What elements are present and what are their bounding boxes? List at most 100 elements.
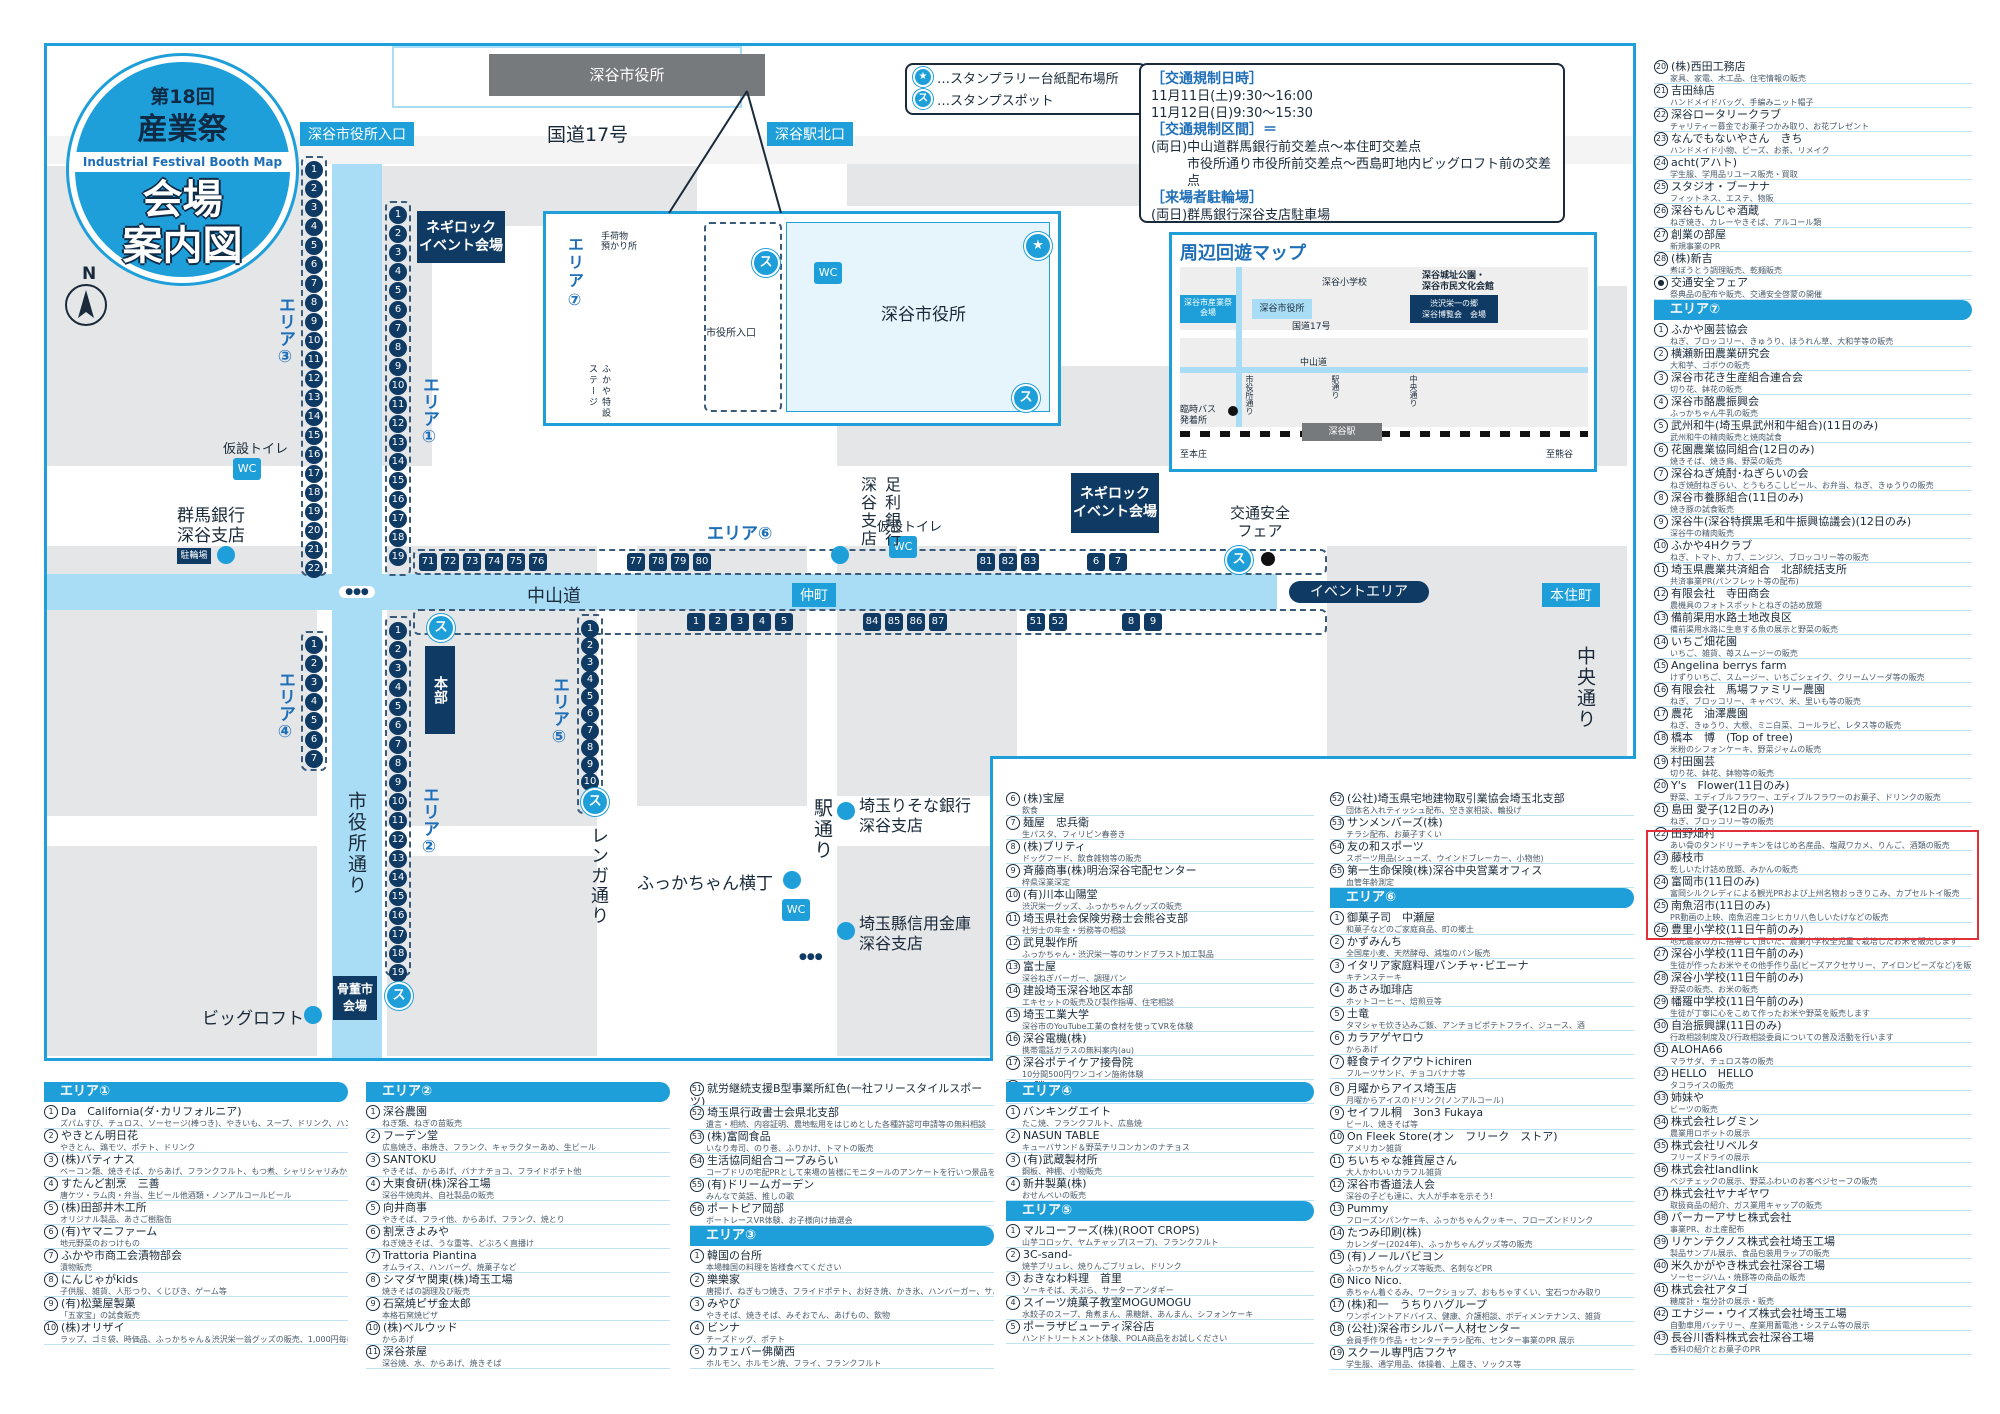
booth-marker[interactable]: 4 (389, 679, 407, 697)
booth-marker[interactable]: 4 (581, 671, 599, 689)
booth-marker[interactable]: 77 (627, 553, 645, 571)
booth-marker[interactable]: 22 (305, 560, 323, 578)
booth-marker[interactable]: 18 (389, 945, 407, 963)
booth-marker[interactable]: 2 (389, 225, 407, 243)
booth-marker[interactable]: 19 (389, 548, 407, 566)
booth-marker[interactable]: 4 (753, 613, 771, 631)
booth-marker[interactable]: 20 (305, 522, 323, 540)
booth-marker[interactable]: 13 (389, 850, 407, 868)
booth-marker[interactable]: 9 (389, 774, 407, 792)
booth-marker[interactable]: 52 (1049, 613, 1067, 631)
booth-marker[interactable]: 8 (581, 739, 599, 757)
booth-marker[interactable]: 76 (529, 553, 547, 571)
stamp-spot-icon[interactable]: ス (1225, 546, 1253, 574)
booth-marker[interactable]: 1 (687, 613, 705, 631)
booth-marker[interactable]: 10 (389, 377, 407, 395)
booth-marker[interactable]: 7 (305, 750, 323, 768)
booth-marker[interactable]: 1 (581, 620, 599, 638)
booth-marker[interactable]: 10 (305, 332, 323, 350)
booth-marker[interactable]: 5 (389, 282, 407, 300)
booth-marker[interactable]: 11 (389, 812, 407, 830)
booth-marker[interactable]: 21 (305, 541, 323, 559)
booth-marker[interactable]: 10 (581, 773, 599, 791)
booth-marker[interactable]: 2 (305, 655, 323, 673)
booth-marker[interactable]: 7 (305, 275, 323, 293)
booth-marker[interactable]: 2 (581, 637, 599, 655)
booth-marker[interactable]: 3 (305, 199, 323, 217)
booth-marker[interactable]: 15 (305, 427, 323, 445)
booth-marker[interactable]: 18 (389, 529, 407, 547)
booth-marker[interactable]: 9 (389, 358, 407, 376)
booth-marker[interactable]: 80 (693, 553, 711, 571)
booth-marker[interactable]: 16 (389, 491, 407, 509)
booth-marker[interactable]: 11 (389, 396, 407, 414)
booth-marker[interactable]: 79 (671, 553, 689, 571)
rally-star-icon[interactable]: ★ (1024, 232, 1052, 260)
booth-marker[interactable]: 6 (389, 717, 407, 735)
booth-marker[interactable]: 82 (999, 553, 1017, 571)
booth-marker[interactable]: 78 (649, 553, 667, 571)
booth-marker[interactable]: 14 (389, 869, 407, 887)
booth-marker[interactable]: 16 (305, 446, 323, 464)
booth-marker[interactable]: 81 (977, 553, 995, 571)
booth-marker[interactable]: 6 (305, 731, 323, 749)
booth-marker[interactable]: 10 (389, 793, 407, 811)
booth-marker[interactable]: 12 (389, 831, 407, 849)
booth-marker[interactable]: 84 (863, 613, 881, 631)
booth-marker[interactable]: 7 (1109, 553, 1127, 571)
booth-marker[interactable]: 73 (463, 553, 481, 571)
booth-marker[interactable]: 1 (389, 206, 407, 224)
booth-marker[interactable]: 7 (389, 320, 407, 338)
booth-marker[interactable]: 3 (389, 660, 407, 678)
booth-marker[interactable]: 83 (1021, 553, 1039, 571)
stamp-spot-icon[interactable]: ス (385, 982, 413, 1010)
booth-marker[interactable]: 18 (305, 484, 323, 502)
booth-marker[interactable]: 7 (389, 736, 407, 754)
stamp-spot-icon[interactable]: ス (581, 788, 609, 816)
booth-marker[interactable]: 19 (389, 964, 407, 982)
booth-marker[interactable]: 6 (1087, 553, 1105, 571)
booth-marker[interactable]: 12 (389, 415, 407, 433)
booth-marker[interactable]: 17 (305, 465, 323, 483)
booth-marker[interactable]: 11 (305, 351, 323, 369)
booth-marker[interactable]: 1 (389, 622, 407, 640)
booth-marker[interactable]: 19 (305, 503, 323, 521)
booth-marker[interactable]: 5 (389, 698, 407, 716)
booth-marker[interactable]: 5 (775, 613, 793, 631)
stamp-spot-icon[interactable]: ス (1012, 384, 1040, 412)
booth-marker[interactable]: 2 (389, 641, 407, 659)
booth-marker[interactable]: 4 (305, 218, 323, 236)
booth-marker[interactable]: 2 (709, 613, 727, 631)
booth-marker[interactable]: 14 (305, 408, 323, 426)
booth-marker[interactable]: 3 (581, 654, 599, 672)
booth-marker[interactable]: 86 (907, 613, 925, 631)
booth-marker[interactable]: 3 (389, 244, 407, 262)
booth-marker[interactable]: 9 (1144, 613, 1162, 631)
stamp-spot-icon[interactable]: ス (427, 614, 455, 642)
booth-marker[interactable]: 7 (581, 722, 599, 740)
booth-marker[interactable]: 51 (1027, 613, 1045, 631)
booth-marker[interactable]: 3 (305, 674, 323, 692)
stamp-spot-icon[interactable]: ス (752, 249, 780, 277)
booth-marker[interactable]: 8 (1122, 613, 1140, 631)
booth-marker[interactable]: 5 (305, 712, 323, 730)
booth-marker[interactable]: 72 (441, 553, 459, 571)
booth-marker[interactable]: 1 (305, 636, 323, 654)
booth-marker[interactable]: 6 (305, 256, 323, 274)
booth-marker[interactable]: 6 (581, 705, 599, 723)
booth-marker[interactable]: 71 (419, 553, 437, 571)
booth-marker[interactable]: 17 (389, 510, 407, 528)
booth-marker[interactable]: 16 (389, 907, 407, 925)
booth-marker[interactable]: 9 (581, 756, 599, 774)
booth-marker[interactable]: 13 (305, 389, 323, 407)
booth-marker[interactable]: 13 (389, 434, 407, 452)
booth-marker[interactable]: 17 (389, 926, 407, 944)
booth-marker[interactable]: 1 (305, 161, 323, 179)
booth-marker[interactable]: 8 (389, 339, 407, 357)
booth-marker[interactable]: 8 (389, 755, 407, 773)
booth-marker[interactable]: 3 (731, 613, 749, 631)
booth-marker[interactable]: 75 (507, 553, 525, 571)
booth-marker[interactable]: 4 (305, 693, 323, 711)
booth-marker[interactable]: 5 (305, 237, 323, 255)
booth-marker[interactable]: 15 (389, 888, 407, 906)
